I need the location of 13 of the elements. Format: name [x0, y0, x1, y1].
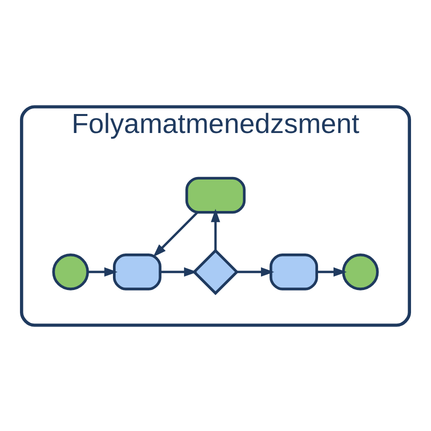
node-box	[270, 253, 318, 290]
arrow	[236, 266, 274, 276]
cluster: Folyamatmenedzsment	[20, 104, 412, 326]
arrow	[317, 266, 347, 276]
node-circle	[52, 253, 89, 290]
node-box	[112, 253, 162, 290]
arrow	[153, 211, 198, 257]
node-box	[185, 176, 246, 214]
arrow	[210, 208, 220, 250]
node-diamond	[192, 248, 239, 295]
arrow	[88, 266, 118, 276]
node-circle	[342, 253, 379, 290]
arrow	[160, 266, 198, 276]
